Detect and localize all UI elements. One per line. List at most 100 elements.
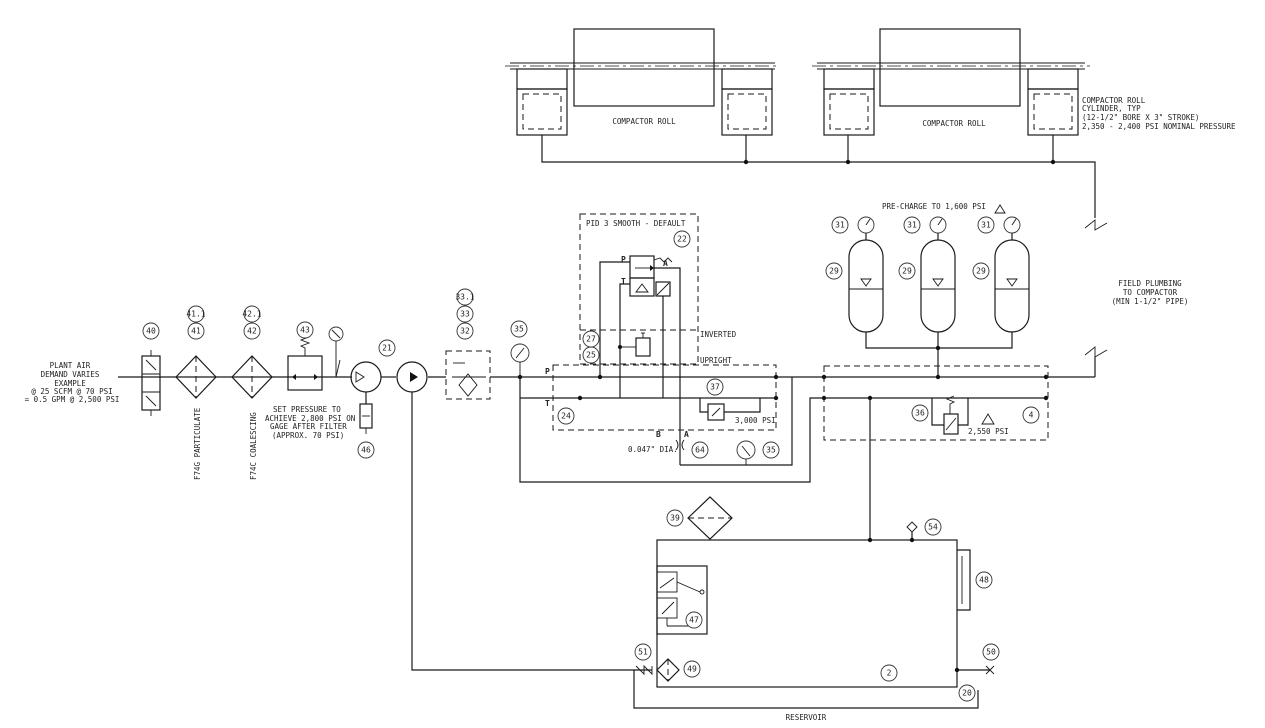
svg-text:29: 29: [976, 267, 986, 276]
compactor-roll-left: COMPACTOR ROLL: [505, 28, 780, 136]
roll-left-label: COMPACTOR ROLL: [612, 117, 676, 126]
manifold-24: UPRIGHT P T A B: [545, 356, 777, 439]
bubble-46: 46: [357, 441, 375, 459]
svg-text:2,550 PSI: 2,550 PSI: [968, 427, 1009, 436]
bubble-47: 47: [685, 611, 703, 629]
svg-text:(MIN 1-1/2" PIPE): (MIN 1-1/2" PIPE): [1112, 297, 1189, 306]
svg-text:37: 37: [710, 383, 720, 392]
svg-text:P: P: [545, 367, 550, 376]
svg-text:0.047" DIA.: 0.047" DIA.: [628, 445, 678, 454]
svg-text:64: 64: [695, 446, 705, 455]
bubble-41: 41: [187, 322, 205, 340]
svg-text:21: 21: [382, 344, 392, 353]
set-pressure-note: SET PRESSURE TO ACHIEVE 2,800 PSI ON GAG…: [265, 405, 355, 440]
svg-text:F74G PARTICULATE: F74G PARTICULATE: [193, 407, 202, 480]
svg-text:SET PRESSURE TO: SET PRESSURE TO: [273, 405, 341, 414]
svg-text:29: 29: [829, 267, 839, 276]
bubble-33: 33: [456, 305, 474, 323]
svg-text:43: 43: [300, 326, 310, 335]
svg-text:33: 33: [460, 310, 470, 319]
bubble-49: 49: [683, 660, 701, 678]
svg-text:35: 35: [514, 325, 524, 334]
svg-text:TO COMPACTOR: TO COMPACTOR: [1123, 288, 1178, 297]
svg-text:50: 50: [986, 648, 996, 657]
svg-text:= 0.5 GPM @ 2,500 PSI: = 0.5 GPM @ 2,500 PSI: [25, 395, 120, 404]
svg-text:ACHIEVE 2,800 PSI ON: ACHIEVE 2,800 PSI ON: [265, 414, 355, 423]
bubble-64: 64: [691, 441, 709, 459]
pid-label: PID 3 SMOOTH - DEFAULT: [586, 219, 686, 228]
bubble-24: 24: [557, 407, 575, 425]
return-filter-39: [687, 496, 733, 540]
svg-text:20: 20: [962, 689, 972, 698]
bubble-41-1: 41.1: [186, 305, 206, 323]
gauge-35-right: [736, 440, 756, 465]
filter-32: [445, 350, 491, 400]
gauge-35-left: [510, 343, 530, 377]
svg-text:42: 42: [247, 327, 257, 336]
bubble-42-1: 42.1: [242, 305, 262, 323]
bubble-4: 4: [1022, 406, 1040, 424]
svg-text:2: 2: [887, 669, 892, 678]
relief-valve-36: 2,550 PSI: [931, 395, 1009, 436]
svg-text:P: P: [621, 255, 626, 264]
svg-text:31: 31: [835, 221, 845, 230]
compactor-roll-right: COMPACTOR ROLL: [812, 28, 1090, 136]
svg-text:@ 25 SCFM @ 70 PSI: @ 25 SCFM @ 70 PSI: [31, 387, 112, 396]
svg-text:22: 22: [677, 235, 687, 244]
bubble-29-c: 29: [972, 262, 990, 280]
regulator-43: [287, 326, 344, 391]
svg-text:F74C COALESCING: F74C COALESCING: [249, 412, 258, 480]
svg-text:3,000 PSI: 3,000 PSI: [735, 416, 776, 425]
bubble-27: 27: [582, 330, 600, 348]
svg-text:T: T: [621, 277, 626, 286]
svg-text:33.1: 33.1: [455, 293, 474, 302]
bubble-29-b: 29: [898, 262, 916, 280]
bubble-20: 20: [958, 684, 976, 702]
cylinder-manifold-line: [541, 135, 1108, 377]
shutoff-valve-40: [141, 350, 161, 416]
svg-text:COMPACTOR ROLL: COMPACTOR ROLL: [1082, 96, 1146, 105]
svg-text:46: 46: [361, 446, 371, 455]
reservoir: RESERVOIR: [633, 521, 995, 722]
bubble-37: 37: [706, 378, 724, 396]
svg-text:48: 48: [979, 576, 989, 585]
manifold-22: PID 3 SMOOTH - DEFAULT INVERTED P T A: [579, 213, 737, 465]
svg-text:25: 25: [586, 351, 596, 360]
svg-text:41.1: 41.1: [186, 310, 205, 319]
roll-right-label: COMPACTOR ROLL: [922, 119, 986, 128]
svg-text:(12-1/2" BORE X 3" STROKE): (12-1/2" BORE X 3" STROKE): [1082, 113, 1199, 122]
relief-valve-37: 3,000 PSI: [699, 398, 776, 425]
bubble-40: 40: [142, 322, 160, 340]
svg-text:(APPROX. 70 PSI): (APPROX. 70 PSI): [272, 431, 344, 440]
svg-text:A: A: [663, 259, 668, 268]
bubble-35-left: 35: [510, 320, 528, 338]
bubble-22: 22: [673, 230, 691, 248]
svg-text:51: 51: [638, 648, 648, 657]
bubble-54: 54: [924, 518, 942, 536]
svg-text:29: 29: [902, 267, 912, 276]
plant-air-note: PLANT AIR DEMAND VARIES EXAMPLE @ 25 SCF…: [25, 361, 120, 404]
svg-text:31: 31: [907, 221, 917, 230]
svg-text:PRE-CHARGE TO 1,600 PSI: PRE-CHARGE TO 1,600 PSI: [882, 202, 986, 211]
tank-line: [519, 377, 1049, 540]
svg-text:4: 4: [1029, 411, 1034, 420]
svg-text:54: 54: [928, 523, 938, 532]
manifold-4: [823, 365, 1049, 441]
bubble-36: 36: [911, 404, 929, 422]
bubble-21: 21: [378, 339, 396, 357]
svg-text:47: 47: [689, 616, 699, 625]
bubble-31-c: 31: [977, 216, 995, 234]
bubble-31-b: 31: [903, 216, 921, 234]
filter-particulate: F74G PARTICULATE: [175, 355, 217, 480]
filter-coalescing: F74C COALESCING: [231, 355, 273, 480]
svg-text:27: 27: [586, 335, 596, 344]
orifice: 0.047" DIA.: [628, 439, 685, 454]
cylinder-note: COMPACTOR ROLL CYLINDER, TYP (12-1/2" BO…: [1082, 96, 1236, 131]
bubble-33-1: 33.1: [455, 288, 475, 306]
bubble-51: 51: [634, 643, 652, 661]
reservoir-label: RESERVOIR: [786, 713, 827, 722]
svg-text:GAGE AFTER FILTER: GAGE AFTER FILTER: [270, 422, 347, 431]
svg-text:36: 36: [915, 409, 925, 418]
svg-text:EXAMPLE: EXAMPLE: [54, 379, 86, 388]
